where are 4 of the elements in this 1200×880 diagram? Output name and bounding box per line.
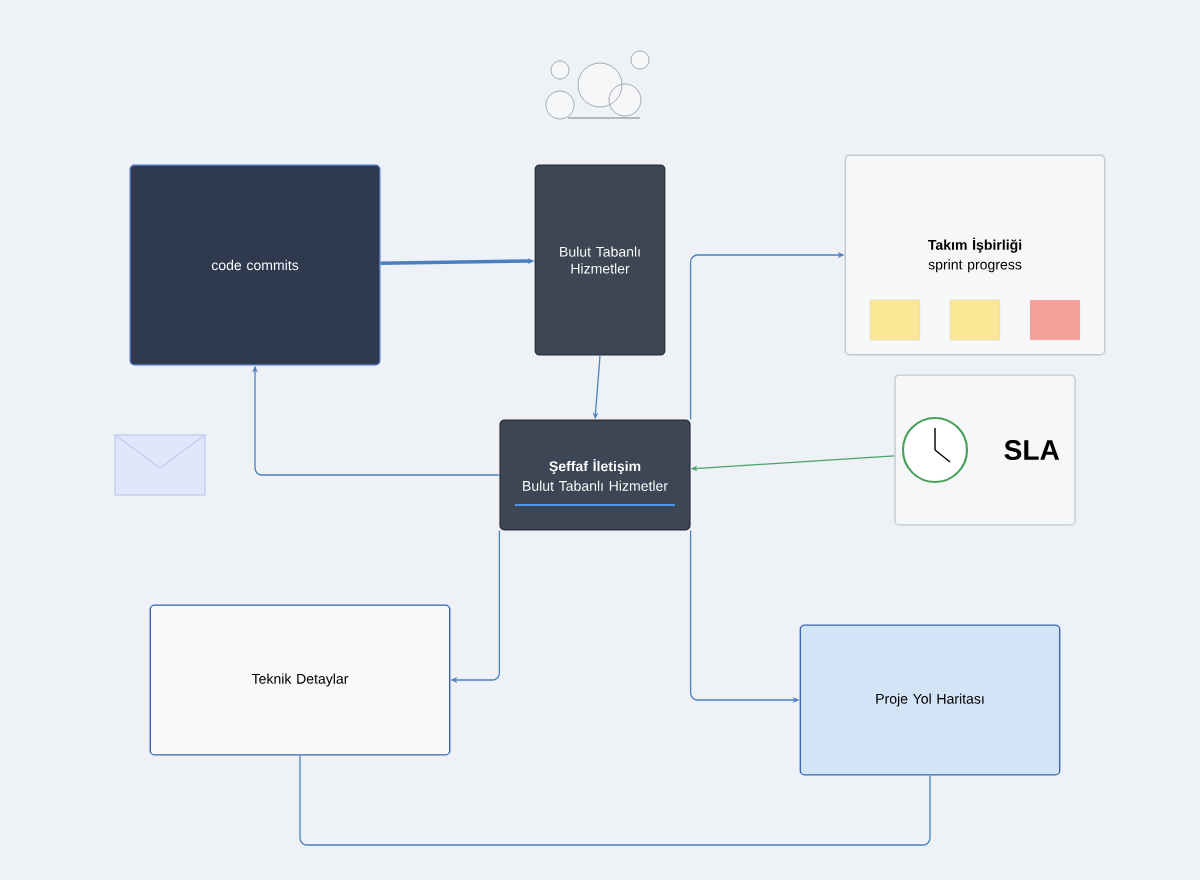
code-screen: code commits — [129, 164, 381, 366]
open-binder: Teknik Detaylar — [149, 604, 451, 756]
planning-table: Proje Yol Haritası — [799, 624, 1061, 776]
server-tower: Bulut Tabanlı Hizmetler — [534, 164, 666, 356]
